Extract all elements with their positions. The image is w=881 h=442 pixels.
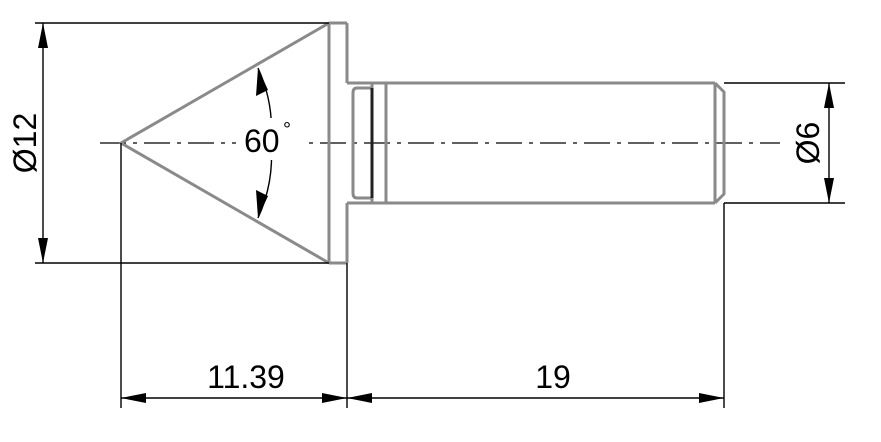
degree-symbol: ° xyxy=(283,119,291,141)
length-19-dimension: 19 xyxy=(347,203,725,408)
diameter-6-label: Ø6 xyxy=(790,122,826,165)
angle-60-dimension: 60 ° xyxy=(236,67,302,219)
shank-outline xyxy=(386,81,726,205)
angle-60-label: 60 xyxy=(244,123,280,159)
length-11-39-label: 11.39 xyxy=(207,359,285,395)
diameter-12-dimension: Ø12 xyxy=(7,22,329,264)
length-11-39-dimension: 11.39 xyxy=(120,143,348,408)
diameter-6-dimension: Ø6 xyxy=(724,82,845,204)
neck-outline xyxy=(347,81,388,205)
diameter-12-label: Ø12 xyxy=(7,113,43,173)
length-19-label: 19 xyxy=(535,359,571,395)
flange-outline xyxy=(329,21,349,265)
